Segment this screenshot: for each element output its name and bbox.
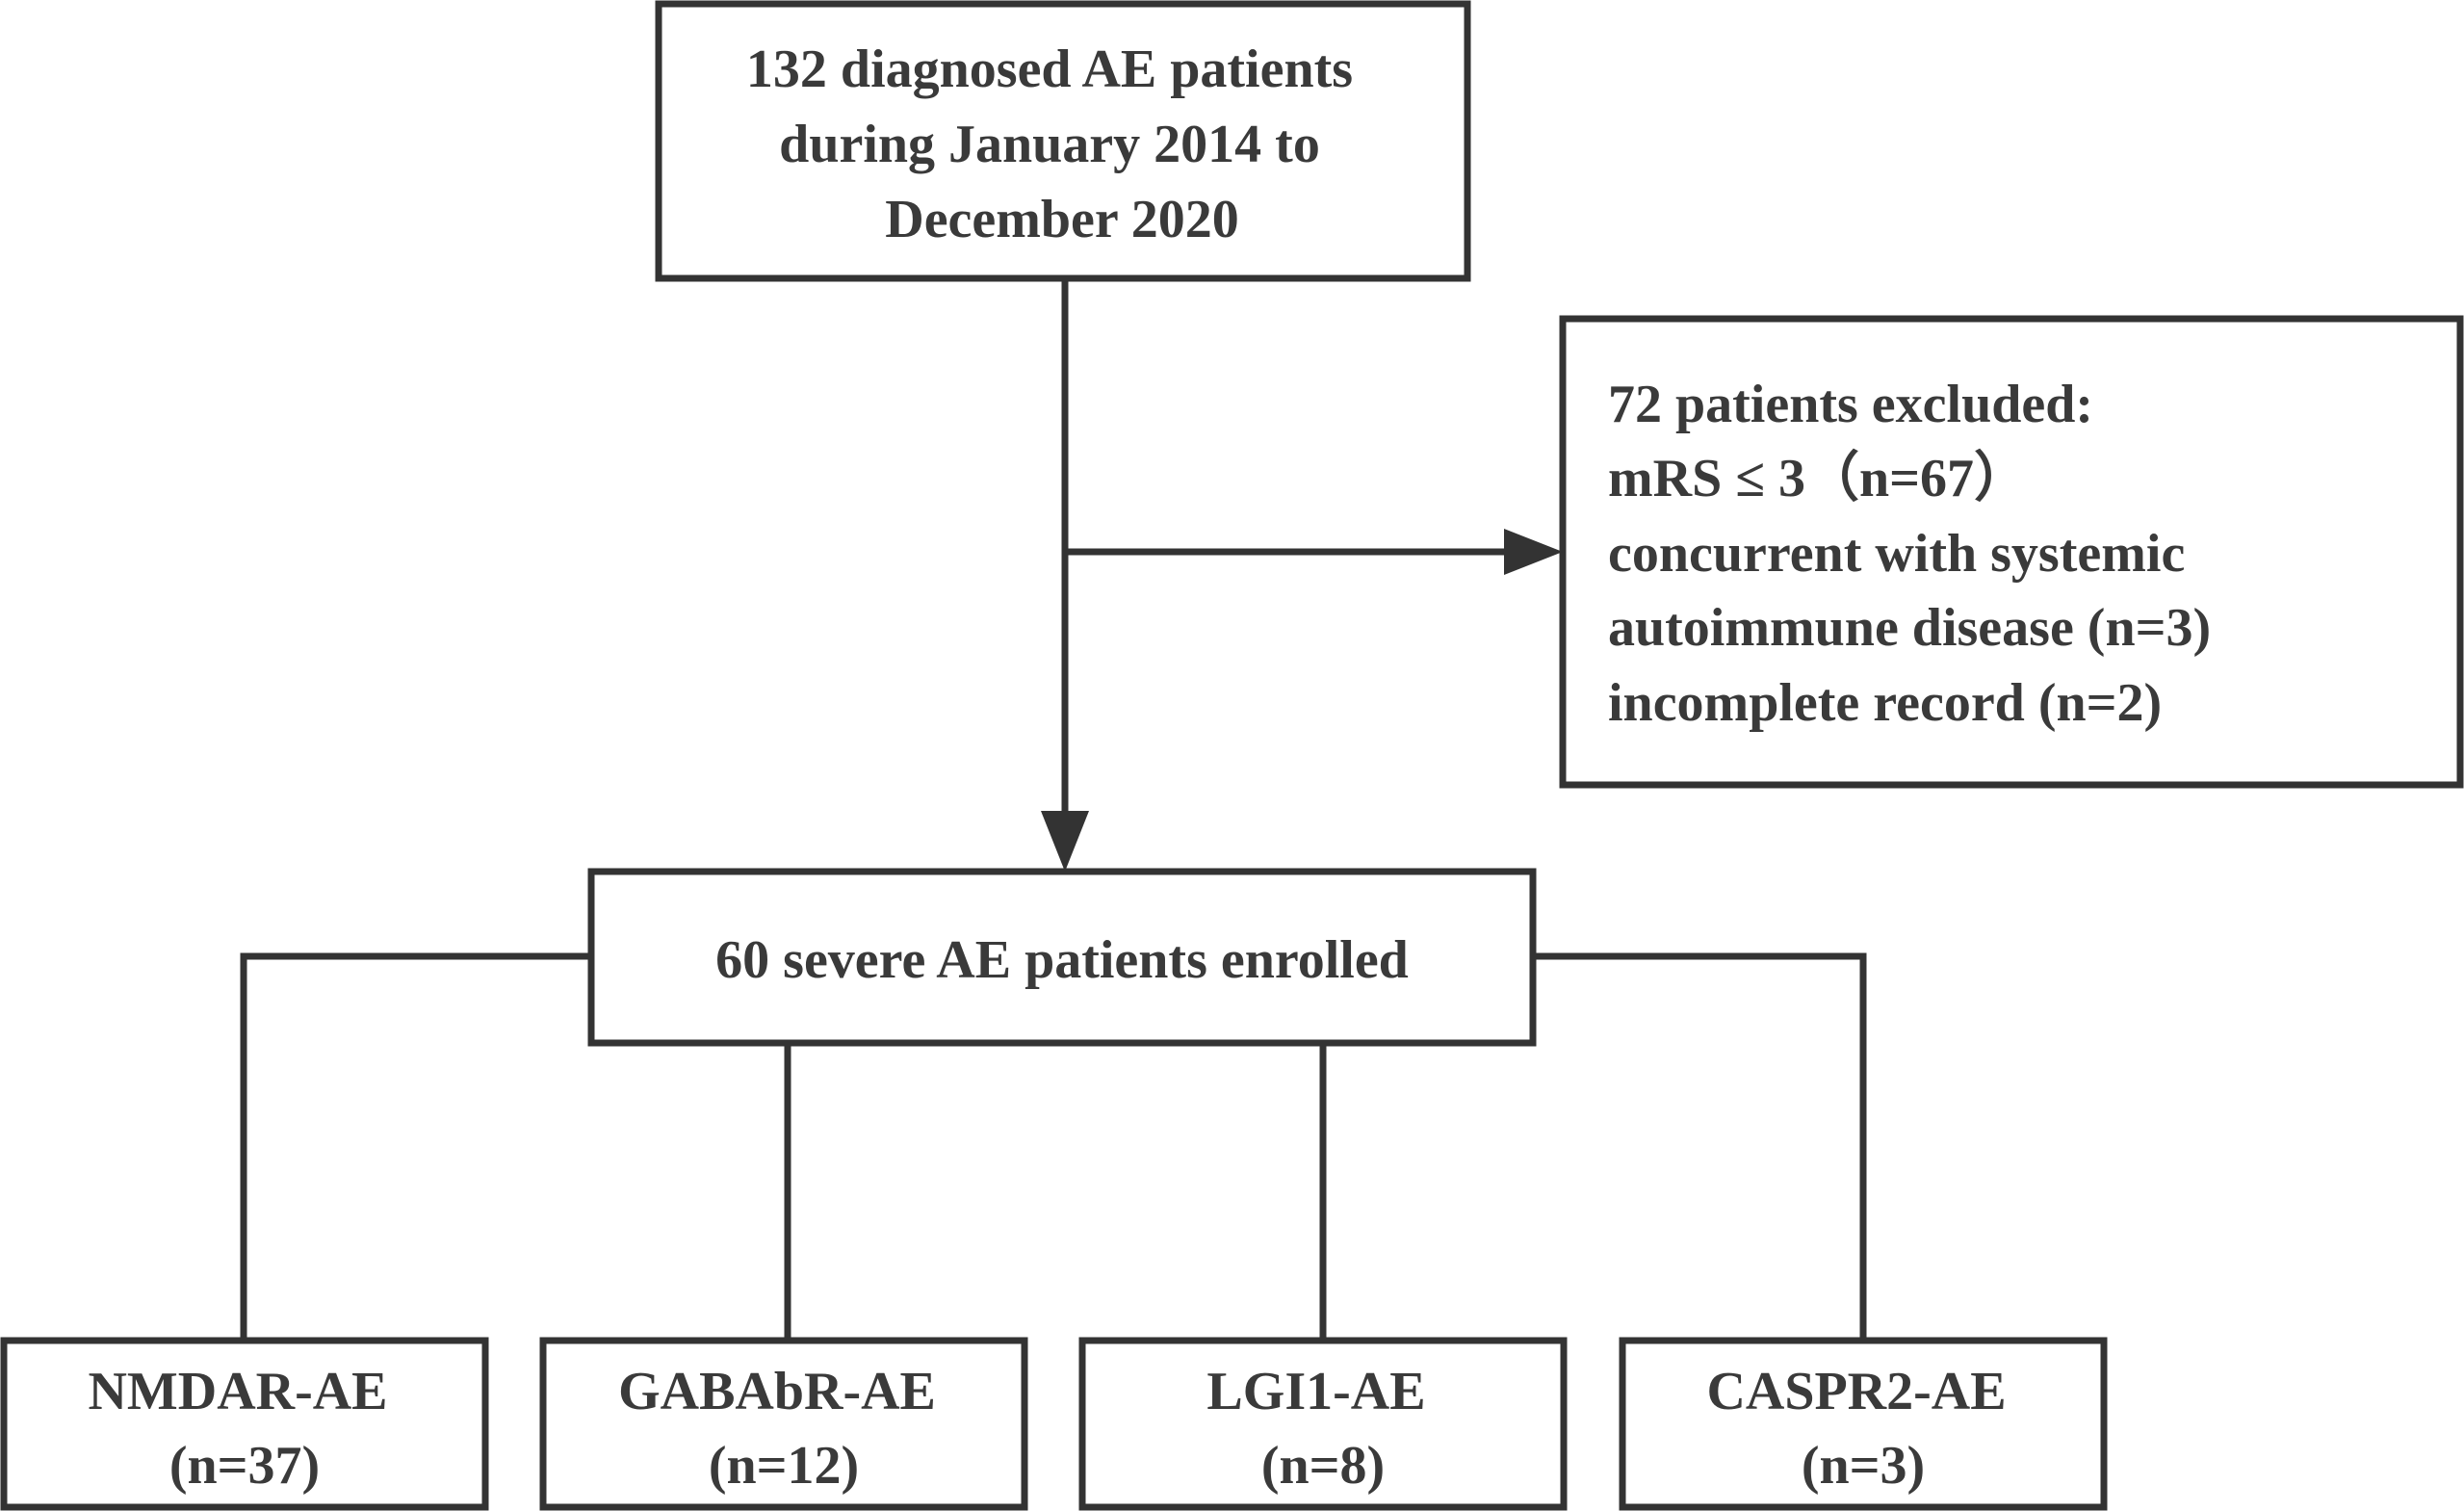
group-text-lgi1: LGI1-AE (n=8) (1206, 1362, 1439, 1496)
group-box-nmdar (0, 1337, 489, 1511)
enrolled-box (587, 868, 1537, 1047)
group-text-nmdar: NMDAR-AE (n=37) (88, 1362, 401, 1496)
diagnosed-text: 132 diagnosed AE patients during January… (746, 39, 1366, 249)
connector-enrolled-to-nmdar (240, 952, 591, 1341)
group-text-gababr: GABAbR-AE (n=12) (618, 1362, 949, 1496)
enrolled-text: 60 severe AE patients enrolled (715, 930, 1409, 990)
arrowhead-down (1041, 811, 1089, 872)
arrowhead-right (1504, 529, 1563, 575)
group-box-lgi1 (1078, 1337, 1568, 1511)
connector-enrolled-to-caspr2 (1533, 952, 1867, 1341)
group-text-caspr2: CASPR2-AE (n=3) (1706, 1362, 2019, 1496)
group-box-caspr2 (1619, 1337, 2108, 1511)
group-box-gababr (539, 1337, 1028, 1511)
excluded-text: 72 patients excluded: mRS ≤ 3（n=67） conc… (1608, 375, 2224, 733)
diagnosed-box (655, 0, 1471, 282)
